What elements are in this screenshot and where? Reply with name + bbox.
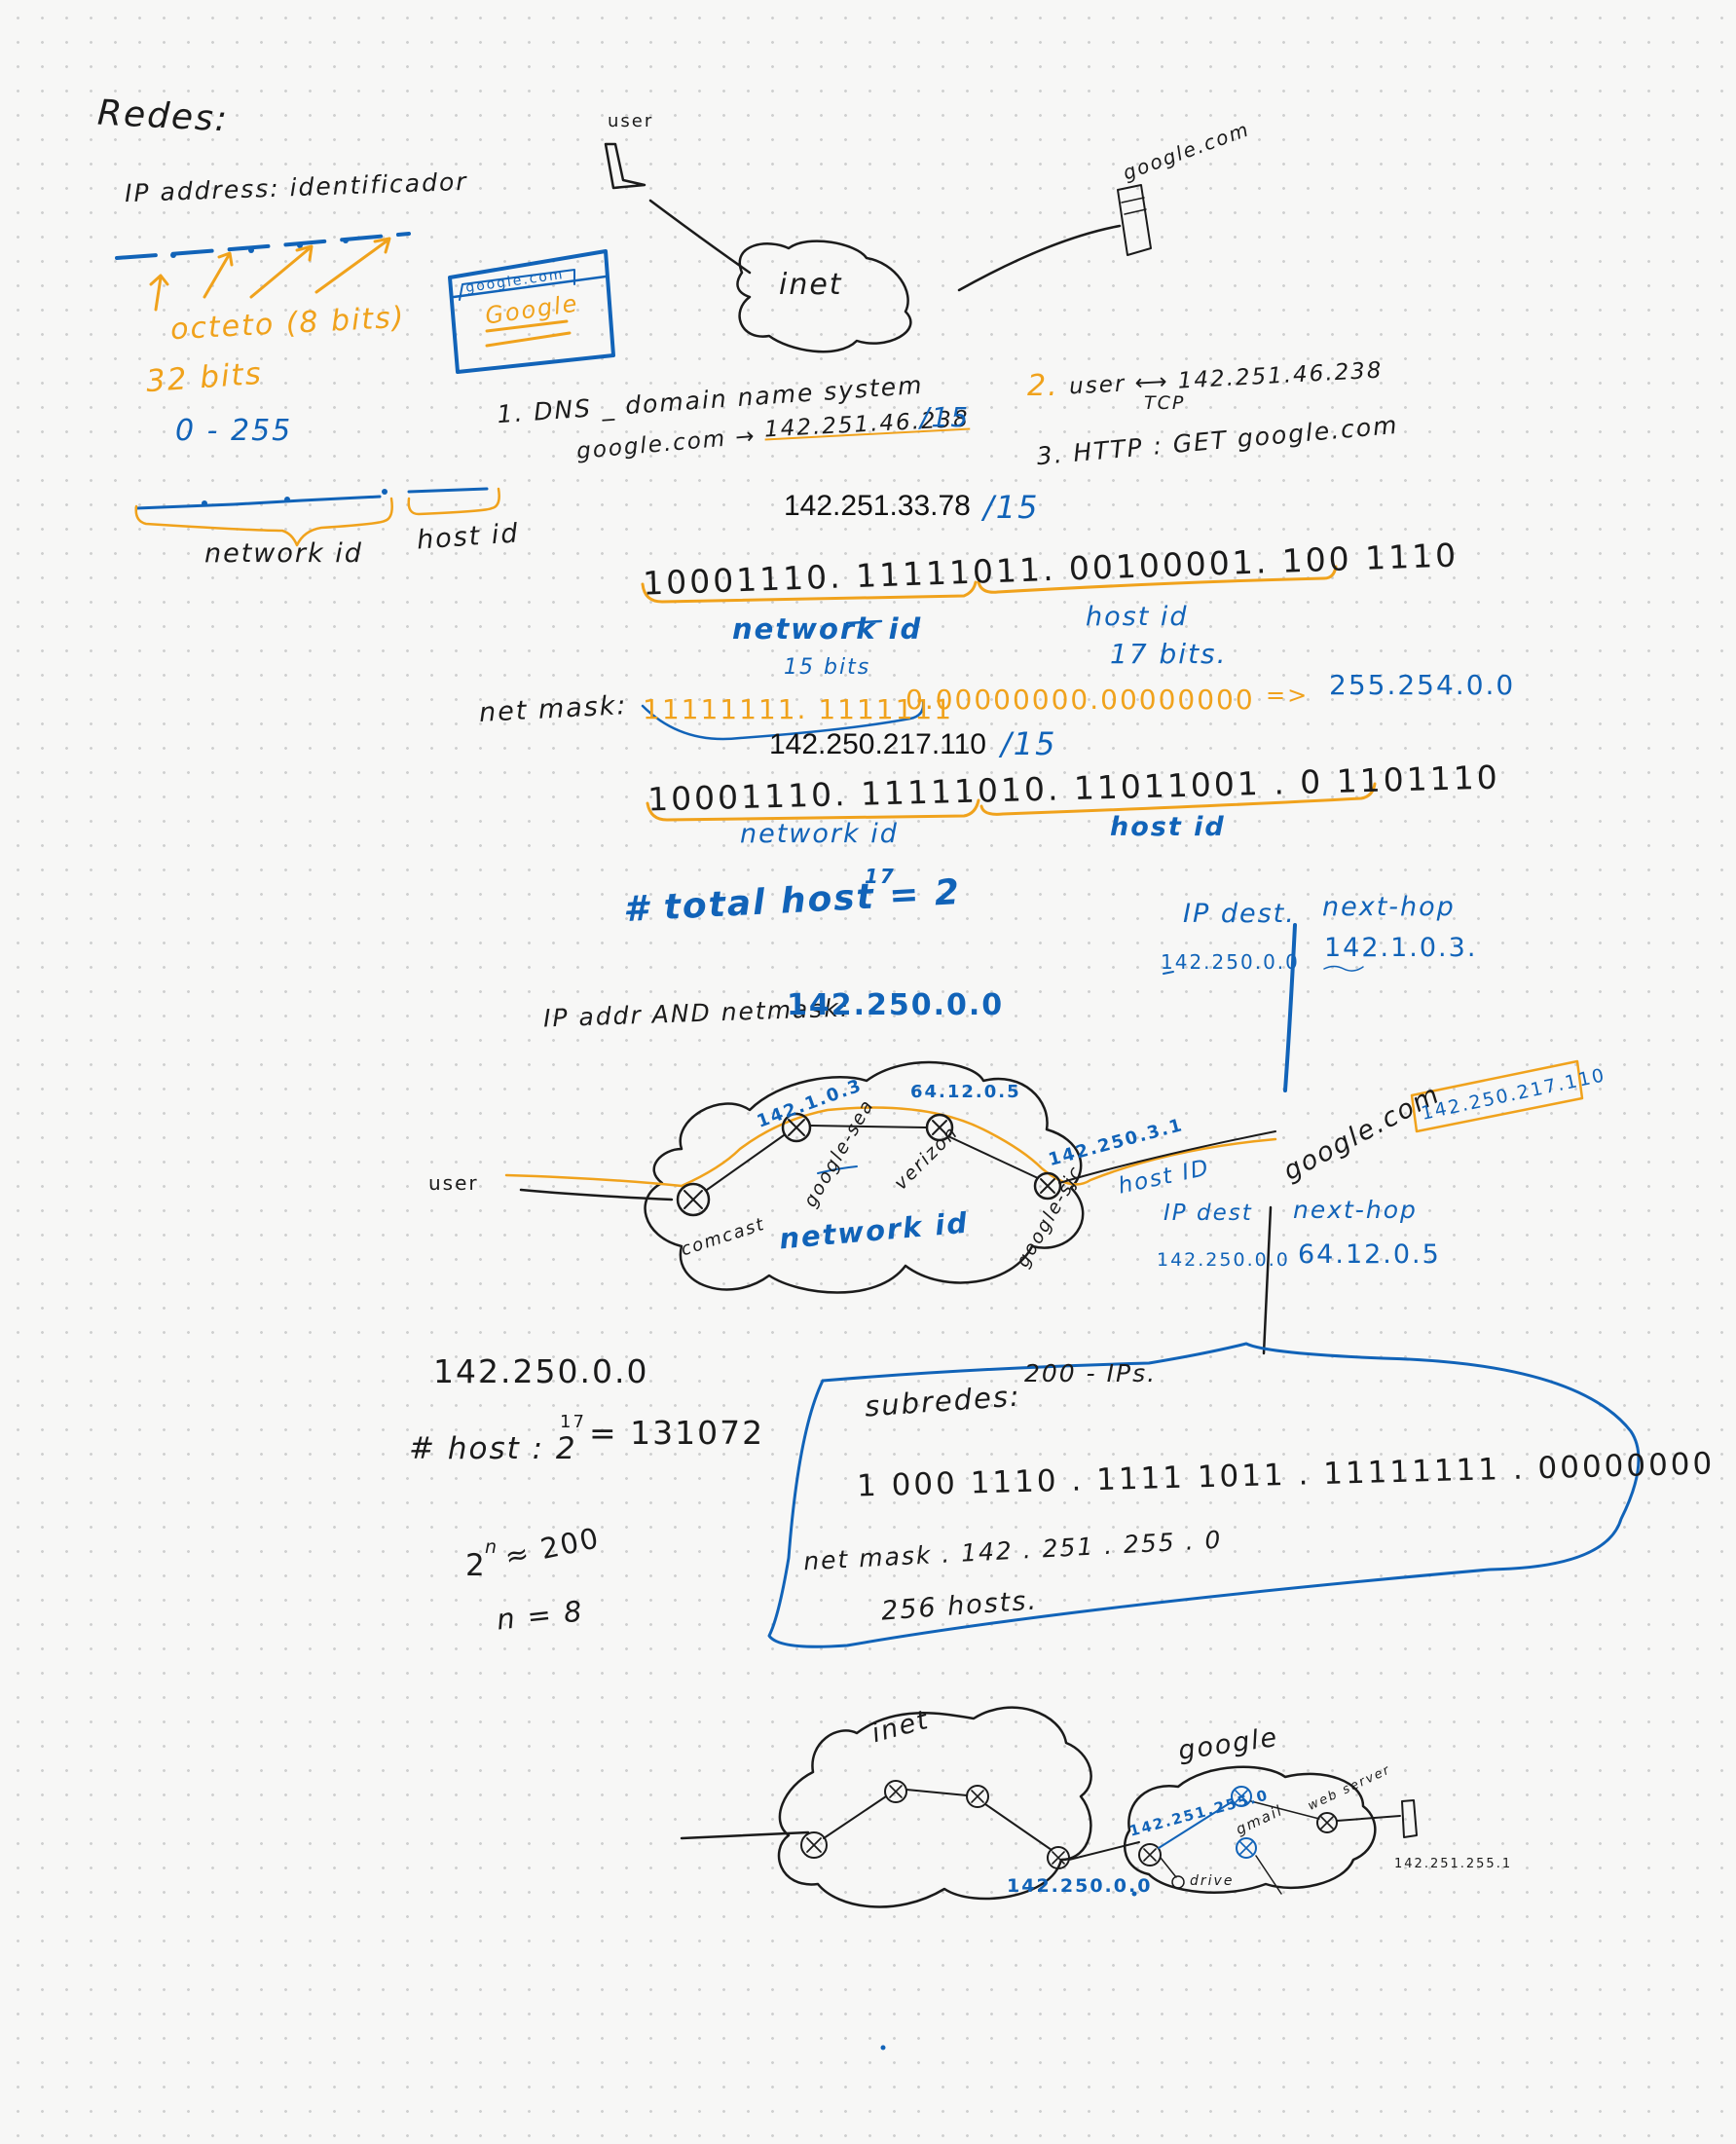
rt2-hop-value: 64.12.0.5 bbox=[1298, 1239, 1441, 1270]
ip2-network-id: network id bbox=[740, 819, 899, 849]
tcp-label: TCP bbox=[1144, 392, 1186, 414]
netmask-value: 255.254.0.0 bbox=[1329, 669, 1516, 701]
router-64-12-0-5: 64.12.0.5 bbox=[910, 1082, 1021, 1102]
netmask-ones: 11111111. 1111111 bbox=[643, 693, 954, 725]
top-network-diagram bbox=[604, 142, 1152, 353]
mid-user-label: user bbox=[428, 1171, 479, 1195]
ip2-braces bbox=[646, 782, 1377, 822]
bits-32-label: 32 bits bbox=[144, 355, 264, 400]
calc-host-exp: 17 bbox=[560, 1412, 586, 1432]
calc-pow-exp: n bbox=[485, 1536, 499, 1558]
total-host-exp: 17 bbox=[865, 865, 896, 888]
bottom-server-ip: 142.251.255.1 bbox=[1394, 1857, 1513, 1871]
routing-table-1-lines bbox=[1163, 923, 1364, 1092]
browser-sketch bbox=[448, 249, 615, 374]
page-title: Redes: bbox=[96, 92, 231, 140]
rt2-col-hop: next-hop bbox=[1293, 1196, 1418, 1224]
ip1-address: 142.251.33.78 bbox=[784, 490, 971, 522]
calc-pow-base: 2 bbox=[465, 1548, 487, 1583]
ip1-host-id: host id bbox=[1086, 602, 1189, 632]
calc-host-result: = 131072 bbox=[589, 1414, 765, 1452]
calc-host: # host : 2 bbox=[409, 1431, 577, 1466]
ip1-network-bits: 15 bits bbox=[784, 655, 871, 680]
ip1-host-bits: 17 bits. bbox=[1110, 638, 1228, 670]
dns-map-mask: /15 bbox=[920, 401, 971, 433]
step-2-number: 2. bbox=[1027, 369, 1059, 403]
ip1-braces bbox=[641, 565, 1338, 741]
rt2-col-dest: IP dest bbox=[1163, 1201, 1253, 1226]
range-label: 0 - 255 bbox=[175, 414, 293, 448]
network-id-label: network id bbox=[204, 538, 363, 569]
subnet-box bbox=[767, 1342, 1641, 1648]
rt1-dest-value: 142.250.0.0 bbox=[1161, 950, 1300, 974]
netmask-label: net mask: bbox=[478, 690, 629, 728]
calc-net: 142.250.0.0 bbox=[433, 1352, 649, 1390]
ip2-host-id: host id bbox=[1110, 812, 1226, 842]
top-user-label: user bbox=[608, 111, 654, 131]
ip1-network-id: network id bbox=[732, 612, 923, 646]
netmask-arrow: => bbox=[1266, 682, 1310, 709]
inet-label: inet bbox=[779, 268, 843, 302]
middle-cloud-diagram bbox=[504, 1059, 1584, 1294]
ip-octet-diagram bbox=[115, 232, 500, 547]
rt1-col-dest: IP dest. bbox=[1183, 899, 1296, 929]
ip1-mask: /15 bbox=[983, 489, 1040, 526]
host-id-label: host id bbox=[416, 518, 521, 556]
and-result: 142.250.0.0 bbox=[787, 988, 1005, 1022]
routing-table-2-lines bbox=[1262, 1205, 1273, 1355]
drive-label: drive bbox=[1190, 1873, 1235, 1889]
ip2-mask: /15 bbox=[1001, 725, 1057, 762]
subnet-note: 200 - IPs. bbox=[1024, 1359, 1158, 1387]
netmask-zeros: 0.00000000.00000000 bbox=[905, 684, 1255, 716]
ip2-address: 142.250.217.110 bbox=[769, 728, 986, 760]
rt2-dest-value: 142.250.0.0 bbox=[1157, 1249, 1290, 1271]
rt1-hop-value: 142.1.0.3. bbox=[1324, 933, 1478, 963]
bottom-network-diagram bbox=[680, 1706, 1418, 2051]
rt1-col-hop: next-hop bbox=[1322, 892, 1456, 922]
bottom-edge-ip: 142.250.0.0 bbox=[1007, 1875, 1153, 1897]
